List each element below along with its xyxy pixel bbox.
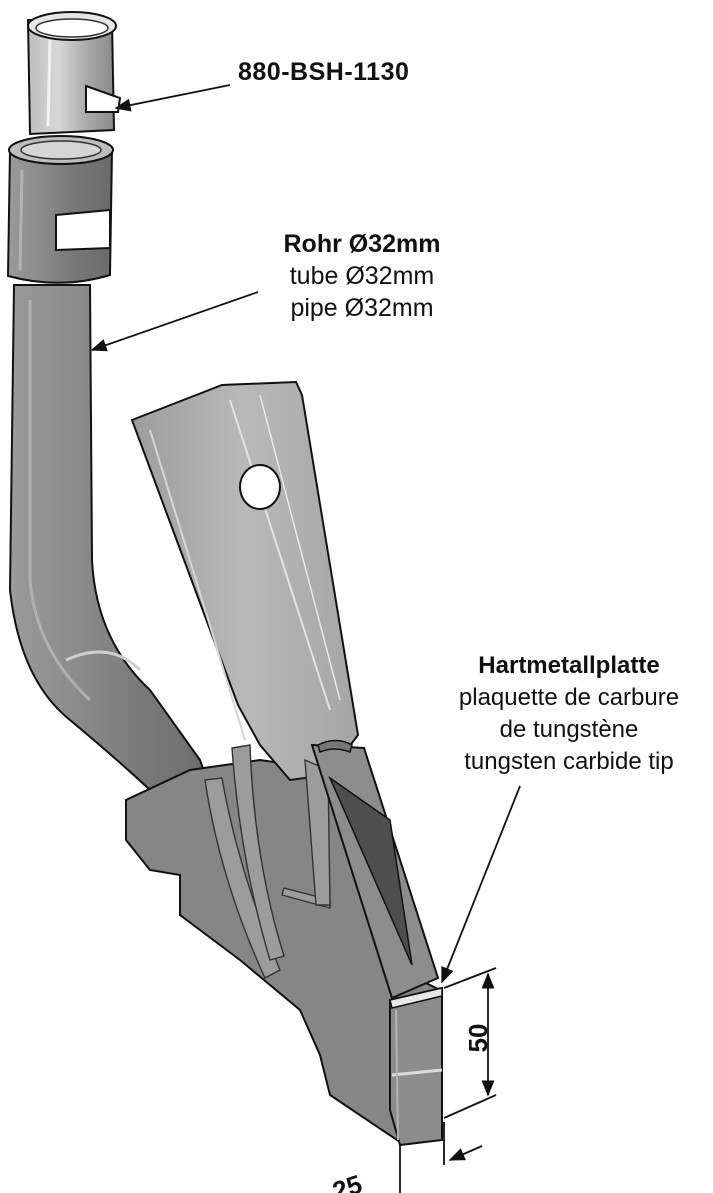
tube-label-en: pipe Ø32mm (290, 294, 434, 322)
tube-label-fr: tube Ø32mm (289, 262, 435, 290)
sleeve-tube (26, 11, 122, 136)
tip-label-fr-2: de tungstène (499, 716, 639, 743)
tip-shank (310, 739, 440, 1000)
carbide-tip (389, 986, 443, 1147)
dimension-height: 50 (463, 1024, 493, 1053)
socket-collar (6, 135, 114, 284)
tube-label: Rohr Ø32mm tube Ø32mm pipe Ø32mm (262, 228, 462, 324)
tip-label-en: tungsten carbide tip (464, 748, 674, 775)
tip-label: Hartmetallplatte plaquette de carbure de… (440, 650, 698, 778)
tube-label-de: Rohr Ø32mm (283, 230, 441, 258)
bent-pipe (8, 284, 227, 844)
dimension-lines (399, 967, 497, 1193)
mounting-hole (239, 464, 281, 510)
dimension-width: 25 (329, 1169, 366, 1193)
tip-label-fr-1: plaquette de carbure (458, 684, 680, 711)
tip-label-de: Hartmetallplatte (478, 652, 660, 679)
weld-seams (204, 744, 331, 979)
part-number-label: 880-BSH-1130 (238, 58, 410, 86)
leader-lines (90, 84, 521, 984)
